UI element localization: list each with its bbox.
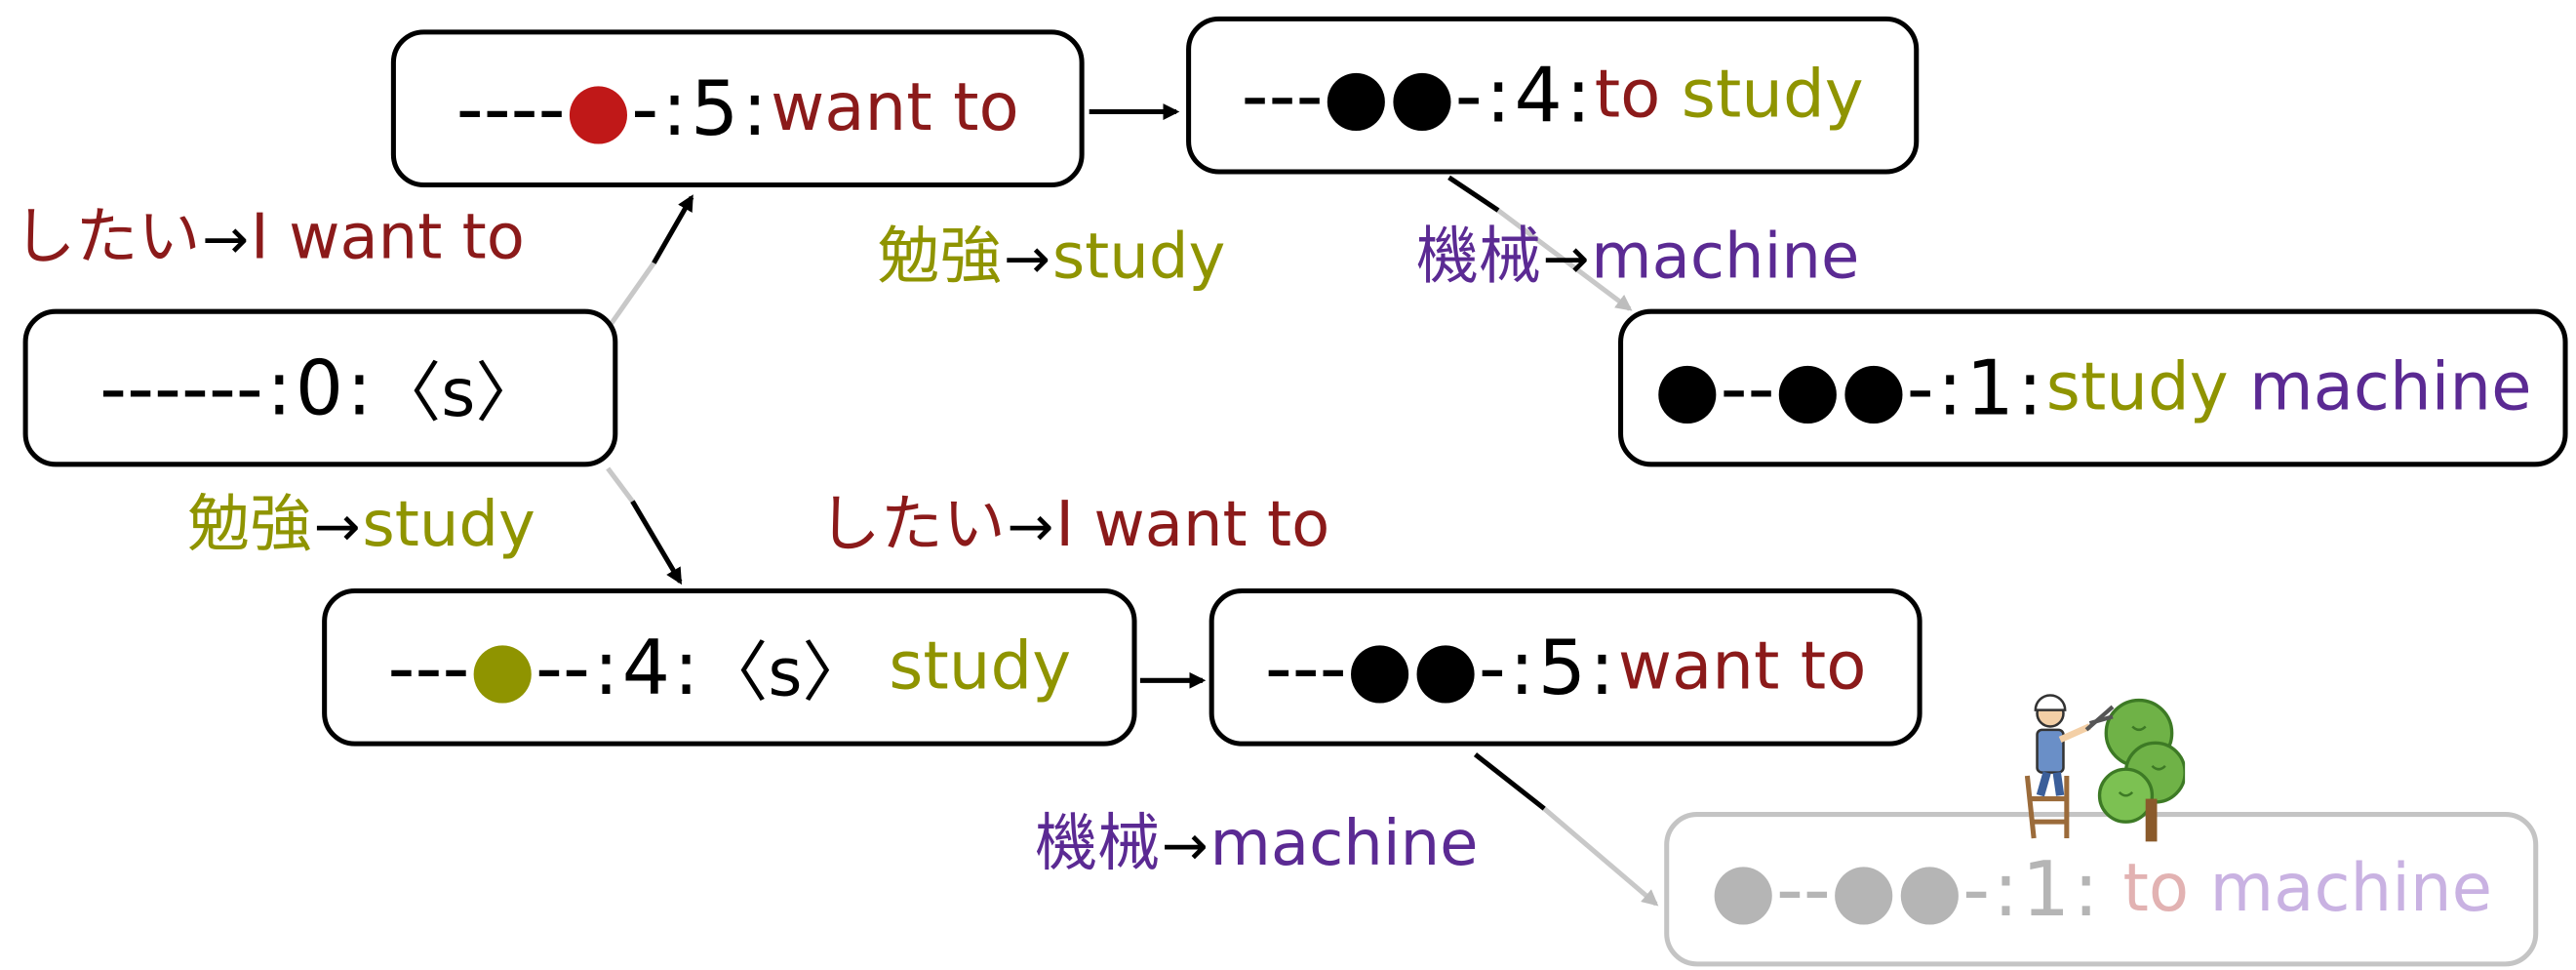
edge-root-to-study-gray xyxy=(606,466,635,504)
node-want-to-a-separator: : xyxy=(661,63,688,153)
node-to-study-separator-2: : xyxy=(1565,51,1592,141)
edge-label-root-to-study: 勉強→study xyxy=(187,493,535,555)
edge-label-target: machine xyxy=(1209,806,1479,880)
edge-label-source: したい xyxy=(817,488,1006,561)
node-root-score: 0 xyxy=(295,344,344,432)
node-to-machine-space-1 xyxy=(2102,851,2122,926)
node-to-machine-space-2 xyxy=(2189,851,2209,926)
node-study-machine-score: 1 xyxy=(1965,344,2014,432)
node-root-separator-2: : xyxy=(346,344,373,432)
node-want-to-a-coverage-suffix: - xyxy=(631,63,659,153)
node-s-study-history-bos: 〈s〉 xyxy=(701,635,868,712)
translation-arrow: → xyxy=(1542,226,1590,293)
node-want-to-a-coverage-prefix: ---- xyxy=(456,63,566,153)
node-to-study-separator: : xyxy=(1486,51,1512,141)
gardener-pruning-tree-icon xyxy=(2024,694,2186,842)
node-s-study: ---●--:4:〈s〉 study xyxy=(322,587,1137,747)
edge-study-to-machine xyxy=(1496,208,1633,311)
edge-label-study-to-want: したい→I want to xyxy=(818,493,1329,555)
node-root-history: 〈s〉 xyxy=(375,356,541,432)
node-want-to-b: ---●●-:5:want to xyxy=(1209,587,1922,747)
edge-label-source: 機械 xyxy=(1035,806,1161,880)
node-want-to-b-separator-2: : xyxy=(1589,623,1615,712)
node-s-study-history-study: study xyxy=(889,629,1072,706)
edge-label-study-to-machine: 機械→machine xyxy=(1416,225,1859,288)
node-root-separator: : xyxy=(266,344,293,432)
node-s-study-separator-2: : xyxy=(673,623,699,712)
node-want-to-b-score: 5 xyxy=(1537,623,1587,712)
translation-arrow: → xyxy=(1007,494,1054,561)
edge-label-source: したい xyxy=(13,200,201,273)
node-to-machine-history-machine: machine xyxy=(2209,851,2493,927)
node-study-machine-history-study: study xyxy=(2045,349,2229,426)
node-to-machine-pruned: ●--●●-:1: to machine xyxy=(1664,812,2539,967)
node-want-to-a-separator-2: : xyxy=(741,63,768,153)
node-to-study-history-to: to xyxy=(1594,57,1661,134)
node-s-study-space xyxy=(868,629,889,705)
translation-arrow: → xyxy=(1004,226,1051,293)
edge-label-target: I want to xyxy=(1055,488,1330,561)
node-s-study-coverage-prefix: --- xyxy=(387,623,470,712)
node-to-machine-separator: : xyxy=(1993,844,2019,934)
node-want-to-a-history: want to xyxy=(771,70,1019,146)
covered-word-dot: ● xyxy=(565,63,632,153)
edge-study-to-machine-dark xyxy=(1447,175,1500,213)
edge-label-source: 勉強 xyxy=(877,220,1003,293)
edge-root-to-want xyxy=(652,194,694,264)
node-want-to-b-separator: : xyxy=(1509,623,1535,712)
edge-root-to-study xyxy=(630,500,683,586)
edge-label-want-to-study: 勉強→study xyxy=(877,225,1225,288)
node-want-to-a: ----●-:5:want to xyxy=(390,29,1085,188)
node-study-machine-coverage: ●--●●- xyxy=(1654,344,1934,432)
node-study-machine-space xyxy=(2229,350,2249,425)
node-study-machine-separator: : xyxy=(1937,344,1963,432)
node-want-to-b-history: want to xyxy=(1617,629,1867,706)
node-study-machine: ●--●●-:1:study machine xyxy=(1618,308,2568,467)
node-study-machine-history-machine: machine xyxy=(2249,349,2532,426)
edge-want-to-machine-dark xyxy=(1473,752,1546,811)
node-root: ------:0:〈s〉 xyxy=(22,308,618,467)
edge-label-target: study xyxy=(362,488,535,561)
translation-arrow: → xyxy=(313,494,361,561)
covered-word-dot: ● xyxy=(469,623,536,712)
node-to-study: ---●●-:4:to study xyxy=(1186,16,1920,175)
node-s-study-separator: : xyxy=(593,623,619,712)
edge-label-want-to-machine: 機械→machine xyxy=(1035,812,1478,874)
edge-label-root-to-want: したい→I want to xyxy=(13,206,524,268)
edge-want-to-machine xyxy=(1542,806,1659,907)
node-study-machine-separator-2: : xyxy=(2017,344,2043,432)
translation-arrow: → xyxy=(1161,813,1209,880)
edge-root-to-want-gray xyxy=(609,262,656,326)
node-s-study-coverage-suffix: -- xyxy=(535,623,590,712)
edge-label-source: 勉強 xyxy=(187,488,313,561)
node-to-study-score: 4 xyxy=(1514,51,1563,141)
translation-arrow: → xyxy=(202,207,250,273)
node-root-coverage: ------ xyxy=(99,344,263,432)
node-to-study-space xyxy=(1660,58,1681,133)
edge-label-source: 機械 xyxy=(1415,220,1541,293)
node-s-study-score: 4 xyxy=(621,623,671,712)
node-want-to-a-score: 5 xyxy=(691,63,739,153)
node-to-machine-history-to: to xyxy=(2122,851,2190,927)
node-to-study-coverage: ---●●- xyxy=(1241,51,1483,141)
node-to-machine-coverage: ●--●●- xyxy=(1710,844,1991,934)
node-want-to-b-coverage: ---●●- xyxy=(1264,623,1506,712)
edge-label-target: I want to xyxy=(250,200,525,273)
edge-label-target: study xyxy=(1051,220,1226,293)
node-to-machine-separator-2: : xyxy=(2073,844,2099,934)
node-to-study-history-study: study xyxy=(1681,57,1864,134)
edge-label-target: machine xyxy=(1591,220,1860,293)
node-to-machine-score: 1 xyxy=(2021,844,2071,934)
